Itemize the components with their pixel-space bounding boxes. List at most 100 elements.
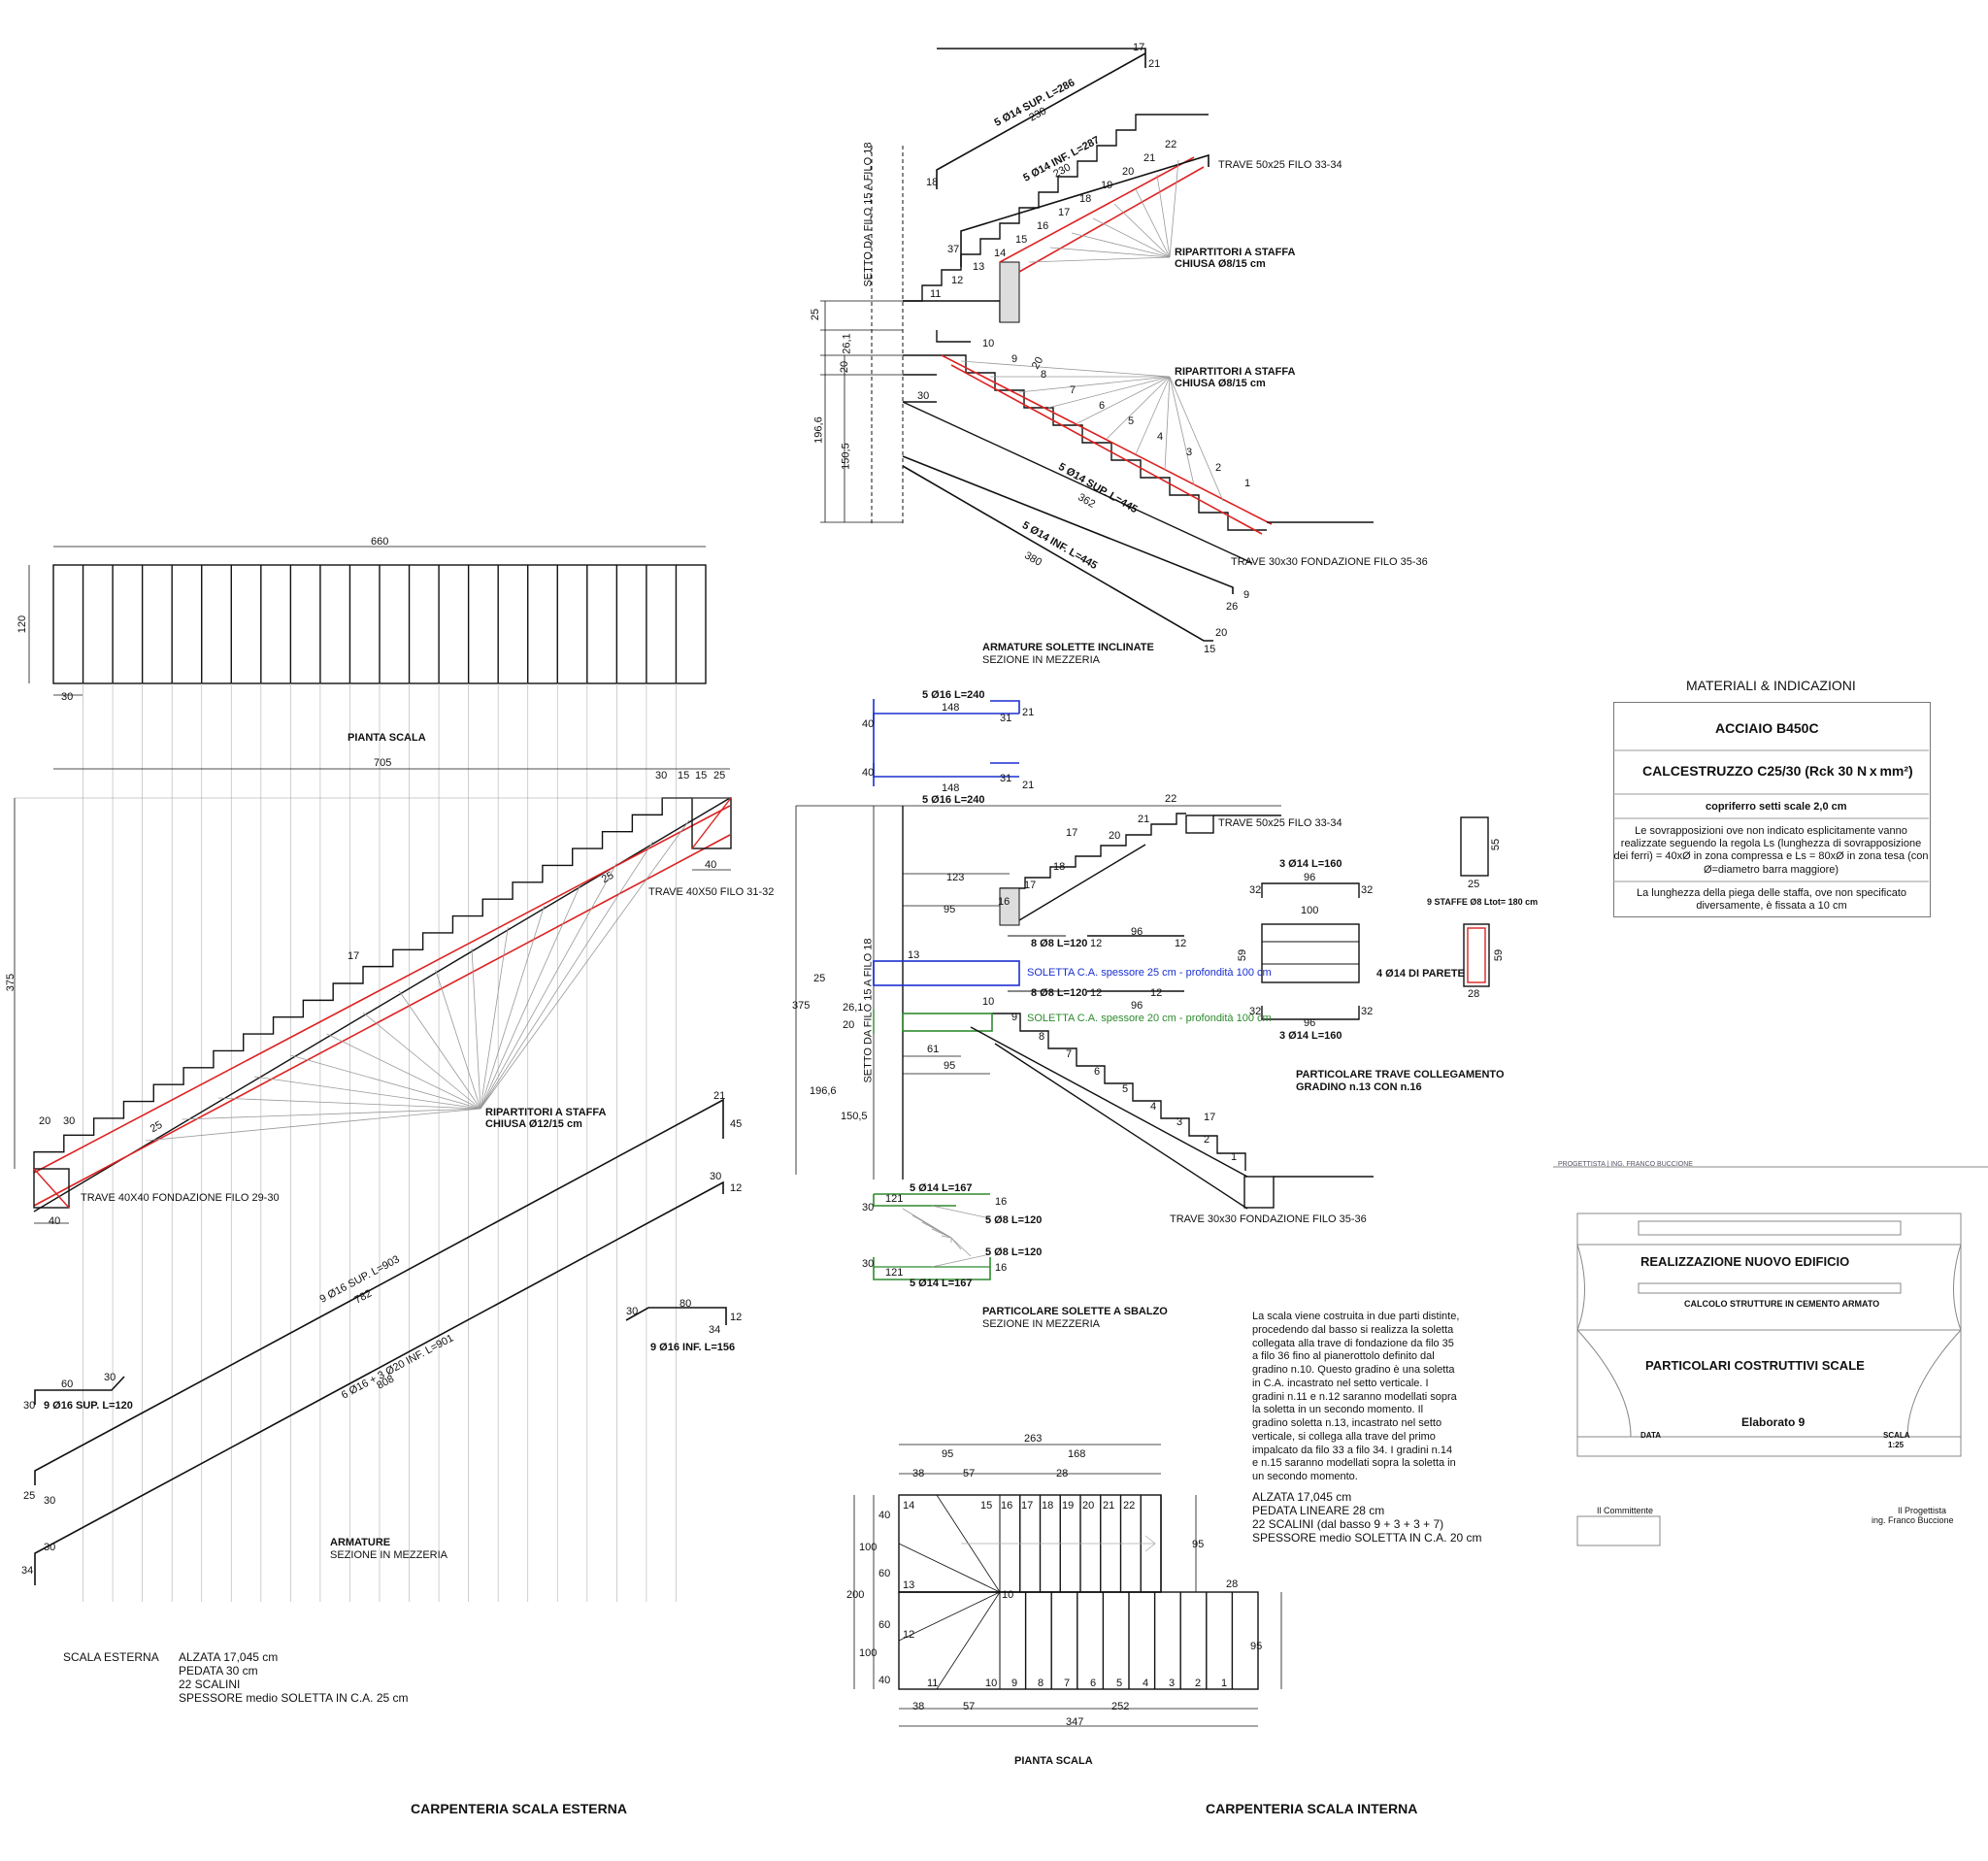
sbalzo-bar-dim-3b: 31 (1000, 773, 1012, 784)
trave-coll-dim-5: 59 (1237, 948, 1249, 962)
left-dim-2: 30 (44, 1495, 56, 1507)
trave-ext-bottom: TRAVE 40X40 FONDAZIONE FILO 29-30 (81, 1192, 280, 1204)
profile-ext-topdim-1: 30 (655, 770, 668, 781)
ripartitori-leader (326, 1033, 481, 1110)
bar4-dim-4: 34 (709, 1324, 721, 1336)
incline-misc-7: 26 (1226, 601, 1239, 613)
sbalzo-dim: 17 (1066, 827, 1078, 839)
profile-ext-topdim-2: 15 (678, 770, 690, 781)
trave-coll-dim-9: 55 (1490, 838, 1503, 851)
plan-int-dim-right: 28 (1226, 1579, 1239, 1590)
incline-step-label: 19 (1101, 180, 1113, 191)
scala-esterna-line-4: SPESSORE medio SOLETTA IN C.A. 25 cm (179, 1691, 409, 1705)
cartiglio-progettista-2: ing. Franco Buccione (1872, 1515, 1954, 1525)
plan-int-step-upper: 14 (903, 1500, 915, 1512)
incline-misc-5: 30 (917, 390, 930, 402)
incline-setto: SETTO DA FILO 15 A FILO 18 (862, 142, 875, 287)
plan-int-dim-top: 263 (1024, 1433, 1043, 1445)
scala-esterna-line-3: 22 SCALINI (179, 1678, 241, 1691)
cartiglio-elaborato: Elaborato 9 (1741, 1415, 1806, 1429)
ferri-1: 8 Ø8 L=120 (1031, 938, 1088, 949)
incline-rip-3: RIPARTITORI A STAFFA (1175, 366, 1296, 378)
sbalzo-dim: 22 (1165, 793, 1177, 805)
ripartitori-leader (1047, 376, 1171, 409)
sbalzo-setto: SETTO DA FILO 15 A FILO 18 (862, 938, 875, 1083)
title-block (1553, 1166, 1988, 1546)
ferri-dim-5: 96 (1131, 1000, 1143, 1012)
plan-int-dim-bot: 252 (1111, 1701, 1130, 1712)
materiali-note-1: Le sovrapposizioni ove non indicato espl… (1613, 825, 1929, 876)
bar3-label: 9 Ø16 SUP. L=120 (44, 1400, 133, 1412)
trave-coll-dim-3: 32 (1361, 884, 1374, 896)
sbalzo-dim: 95 (944, 904, 956, 915)
g-bar-1: 5 Ø14 L=167 (910, 1182, 973, 1194)
sbalzo-bar-a-len: 148 (942, 702, 960, 714)
sbalzo-dim: 4 (1150, 1101, 1157, 1113)
profile-ext-topdim-3: 15 (695, 770, 708, 781)
incline-drawing (820, 48, 1374, 642)
materiali-acciaio: ACCIAIO B450C (1715, 720, 1819, 736)
cartiglio-content: PARTICOLARI COSTRUTTIVI SCALE (1645, 1358, 1865, 1373)
ripartitori-leader (480, 819, 690, 1110)
sbalzo-dim: 5 (1122, 1083, 1129, 1095)
plan-external (28, 546, 707, 696)
ripartitori-leader (1028, 256, 1171, 263)
trave-coll-dim-10: 25 (1468, 879, 1480, 890)
sbalzo-dim: 123 (946, 872, 965, 883)
end-dim-2: 45 (730, 1118, 743, 1130)
cartiglio-scala-val: 1:25 (1888, 1441, 1905, 1449)
plan-int-step-mid: 10 (1002, 1589, 1014, 1601)
ripartitori-ext-1: RIPARTITORI A STAFFA (485, 1107, 607, 1118)
incline-step-label: 6 (1099, 400, 1106, 412)
materiali-cls-tail: mm²) (1879, 763, 1913, 779)
plan-int-step-upper: 21 (1103, 1500, 1115, 1512)
cartiglio-committente: Il Committente (1597, 1506, 1654, 1515)
g-dim-3: 30 (862, 1202, 875, 1213)
sbalzo-bar-dim-2b: 21 (1022, 780, 1035, 791)
scala-esterna-label: SCALA ESTERNA (63, 1650, 159, 1664)
plan-int-dim-top: 95 (942, 1448, 954, 1460)
ripartitori-leader (1077, 376, 1171, 424)
incline-misc-6: 9 (1243, 589, 1250, 601)
g-bar-4: 5 Ø8 L=120 (985, 1246, 1043, 1258)
incline-rip-4: CHIUSA Ø8/15 cm (1175, 378, 1266, 389)
ripartitori-leader (362, 1012, 481, 1110)
description-text: La scala viene costruita in due parti di… (1252, 1311, 1460, 1482)
trave-coll-dim-8: 96 (1304, 1017, 1316, 1029)
sbalzo-dim: 16 (998, 896, 1011, 908)
materiali-note-2: La lunghezza della piega delle staffa, o… (1636, 887, 1907, 913)
incline-title: ARMATURE SOLETTE INCLINATE (982, 642, 1154, 653)
armature-subtitle: SEZIONE IN MEZZERIA (330, 1549, 448, 1561)
ripartitori-leader (1106, 376, 1171, 440)
bar-leader (950, 1237, 972, 1257)
ripartitori-leader (480, 926, 509, 1110)
plan-int-step-lower: 1 (1221, 1678, 1228, 1689)
trave-coll-dim-6: 32 (1249, 1006, 1262, 1017)
ripartitori-leader (1113, 203, 1171, 258)
plan-int-step-lower: 6 (1090, 1678, 1097, 1689)
plan-int-step-upper: 18 (1042, 1500, 1054, 1512)
incline-step-label: 3 (1186, 447, 1193, 458)
cartiglio-progettista-1: Il Progettista (1898, 1506, 1947, 1515)
profile-ext-bottom-2: 30 (63, 1115, 76, 1127)
sbalzo-bar-b-len: 148 (942, 782, 960, 794)
sbalzo-dim: 20 (1109, 830, 1121, 842)
incline-step-label: 4 (1157, 431, 1164, 443)
sbalzo-dim: 13 (908, 949, 920, 961)
plan-int-dim-left: 100 (859, 1542, 878, 1553)
title-carpenteria-interna: CARPENTERIA SCALA INTERNA (1206, 1801, 1418, 1816)
armature-title: ARMATURE (330, 1537, 391, 1548)
ferri-dim-1: 12 (1090, 938, 1103, 949)
sbalzo-dim: 95 (944, 1060, 956, 1072)
plan-int-dim-left: 60 (878, 1568, 891, 1579)
g-bar-2: 5 Ø14 L=167 (910, 1278, 973, 1289)
plan-int-step-upper: 20 (1082, 1500, 1095, 1512)
ripartitori-leader (1156, 174, 1171, 258)
plan-int-dim-left: 60 (878, 1619, 891, 1631)
bars-external (34, 1098, 727, 1585)
incline-misc-2: 21 (1148, 58, 1161, 70)
descr-line-2: PEDATA LINEARE 28 cm (1252, 1504, 1385, 1517)
incline-step-label: 22 (1165, 139, 1177, 150)
plan-int-step-upper: 17 (1021, 1500, 1034, 1512)
descr-line-1: ALZATA 17,045 cm (1252, 1490, 1352, 1504)
